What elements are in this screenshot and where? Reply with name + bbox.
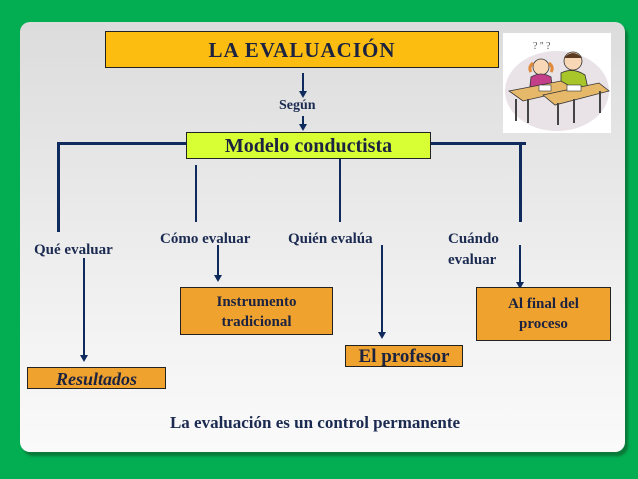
answer-resultados: Resultados (27, 367, 166, 389)
arrow-line-cuando (519, 245, 521, 285)
svg-text:? '' ?: ? '' ? (533, 41, 551, 52)
footer-text: La evaluación es un control permanente (169, 413, 461, 432)
branch-line-como (195, 165, 197, 222)
arrow-down-icon (299, 124, 307, 131)
students-illustration: ? '' ? (503, 33, 611, 133)
question-cuando-line2: evaluar (448, 252, 497, 268)
answer-profesor: El profesor (345, 345, 463, 367)
students-at-desks-icon: ? '' ? (505, 41, 610, 131)
branch-line-right (431, 142, 526, 145)
arrow-line-que (83, 258, 85, 356)
connector-line (302, 116, 304, 124)
branch-line-left (57, 142, 186, 145)
question-como: Cómo evaluar (160, 231, 251, 247)
answer-instrumento: Instrumento tradicional (180, 287, 333, 335)
arrow-down-icon (80, 355, 88, 362)
question-que: Qué evaluar (34, 242, 113, 258)
connector-line (302, 73, 304, 93)
question-cuando: Cuándo evaluar (448, 229, 499, 271)
title-text: LA EVALUACIÓN (208, 38, 396, 62)
question-cuando-line1: Cuándo (448, 231, 499, 247)
arrow-down-icon (516, 282, 524, 289)
connector-label: Según (279, 98, 316, 113)
answer-al-final-line2: proceso (519, 316, 568, 332)
footer-statement: La evaluación es un control permanente (0, 413, 638, 433)
answer-al-final: Al final del proceso (476, 287, 611, 341)
model-box: Modelo conductista (186, 132, 431, 159)
title-box: LA EVALUACIÓN (105, 31, 499, 68)
answer-al-final-line1: Al final del (508, 296, 579, 312)
arrow-down-icon (299, 91, 307, 98)
question-quien: Quién evalúa (288, 231, 373, 247)
arrow-line-quien (381, 245, 383, 333)
arrow-down-icon (378, 332, 386, 339)
arrow-down-icon (214, 275, 222, 282)
branch-line-left-vertical (57, 142, 60, 232)
answer-instrumento-line1: Instrumento (216, 294, 297, 310)
branch-line-quien (339, 159, 341, 222)
branch-line-right-vertical (519, 142, 522, 222)
arrow-line-como (217, 245, 219, 276)
answer-instrumento-line2: tradicional (221, 314, 292, 330)
